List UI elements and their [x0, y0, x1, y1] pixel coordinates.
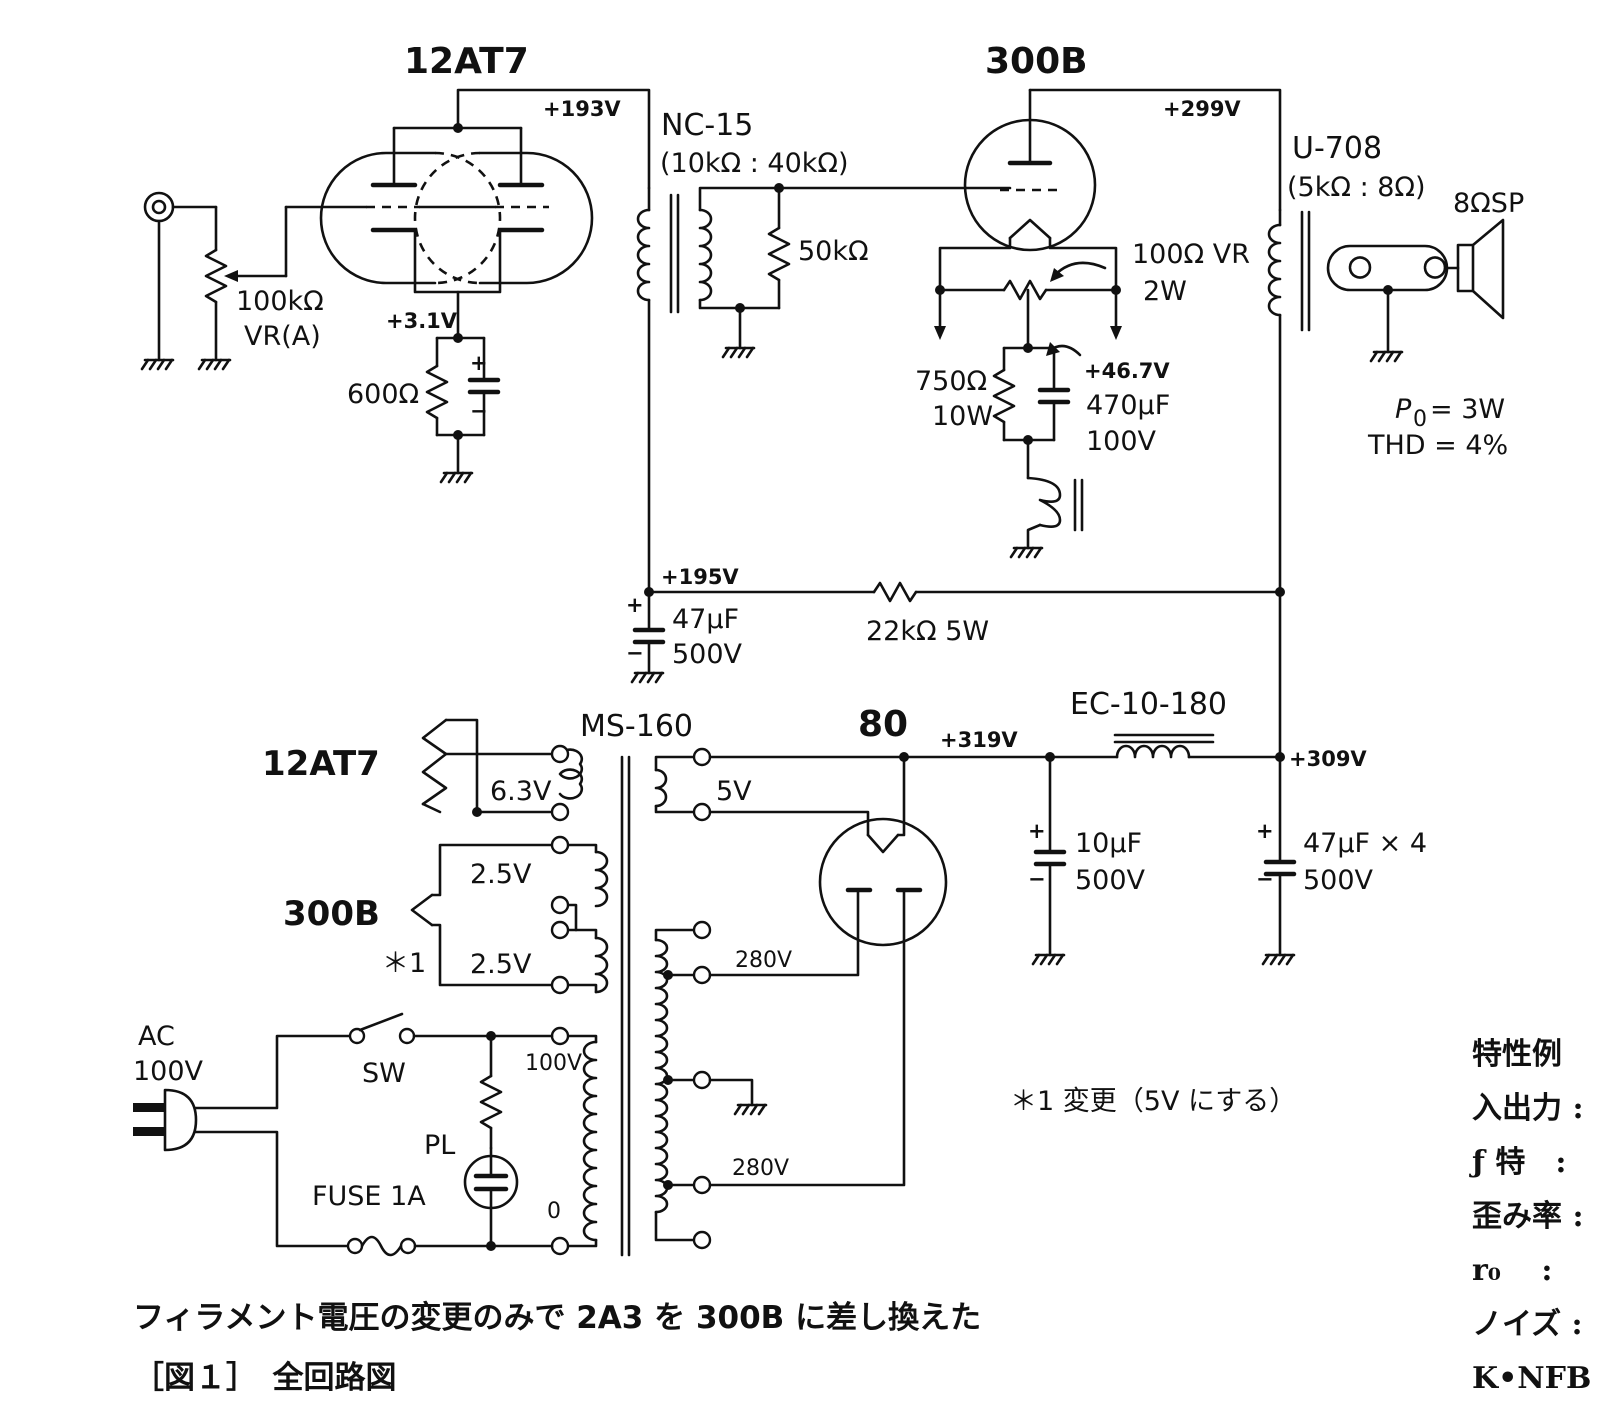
r750-value: 750Ω	[915, 366, 987, 397]
ms160-label: MS-160	[580, 709, 693, 744]
winding-2-5v-a: 2.5V	[470, 859, 532, 890]
spec-item-distortion: 歪み率 :	[1472, 1199, 1584, 1234]
cap-plus-10: +	[1028, 819, 1046, 843]
cap-minus-10: −	[1028, 867, 1046, 891]
heater-label-12at7: 12AT7	[262, 744, 380, 784]
u708-label: U-708	[1292, 131, 1382, 166]
voltage-309: +309V	[1289, 747, 1367, 771]
voltage-195: +195V	[661, 565, 739, 589]
fuse-label: FUSE 1A	[312, 1181, 426, 1212]
nc15-label: NC-15	[661, 108, 753, 143]
input-jack	[143, 191, 288, 362]
cathode-r-value: 600Ω	[347, 379, 419, 410]
c470-value: 470μF	[1086, 390, 1170, 421]
tube-80	[708, 755, 948, 1187]
ac-voltage: 100V	[133, 1056, 204, 1087]
r750-watt: 10W	[932, 401, 993, 432]
c47-voltage: 500V	[672, 639, 743, 670]
tube-label-300b: 300B	[985, 41, 1088, 82]
cap-plus-47x4: +	[1256, 819, 1274, 843]
ground-jack	[140, 358, 175, 371]
nc15-ratio: (10kΩ : 40kΩ)	[660, 148, 849, 179]
winding-0: 0	[547, 1199, 561, 1224]
u708-ratio: (5kΩ : 8Ω)	[1287, 172, 1426, 203]
voltage-3-1: +3.1V	[386, 309, 458, 333]
speaker	[1445, 218, 1505, 320]
cap-minus-47x4: −	[1256, 867, 1274, 891]
filter-network	[708, 733, 1297, 966]
voltage-46-7: +46.7V	[1084, 359, 1170, 383]
c10-value: 10μF	[1075, 828, 1142, 859]
ht-center-ground	[708, 1078, 768, 1116]
tube-300b	[938, 88, 1118, 292]
po-symbol: P	[1395, 394, 1412, 425]
winding-5v: 5V	[716, 776, 752, 807]
c10-voltage: 500V	[1075, 865, 1146, 896]
r22k-value: 22kΩ 5W	[866, 616, 989, 647]
grid-r-value: 50kΩ	[798, 236, 869, 267]
heater-12at7	[421, 718, 562, 817]
winding-280v-a: 280V	[735, 948, 792, 973]
heater-label-300b: 300B	[283, 894, 380, 934]
voltage-193: +193V	[543, 97, 621, 121]
voltage-319: +319V	[940, 728, 1018, 752]
pilot-label: PL	[424, 1130, 455, 1161]
caption-line2: ［図１］ 全回路図	[133, 1360, 397, 1396]
transformer-ms160	[550, 744, 712, 1257]
spec-item-freq: ƒ 特 :	[1469, 1145, 1566, 1180]
cathode-network	[425, 333, 501, 484]
hum-balance	[934, 261, 1122, 559]
heater-300b	[410, 843, 562, 987]
caption-line1: フィラメント電圧の変更のみで 2A3 を 300B に差し換えた	[133, 1300, 981, 1336]
cap-minus-cathode: −	[470, 399, 488, 423]
po-subscript: 0	[1413, 407, 1427, 432]
cap-minus-47: −	[626, 641, 644, 665]
voltage-299: +299V	[1163, 97, 1241, 121]
winding-6-3v: 6.3V	[490, 776, 552, 807]
c47x4-voltage: 500V	[1303, 865, 1374, 896]
tube-label-80: 80	[858, 704, 908, 745]
mains-circuit	[133, 1012, 554, 1257]
spec-item-noise: ノイズ :	[1472, 1307, 1583, 1342]
c47x4-value: 47μF × 4	[1303, 828, 1427, 859]
c470-voltage: 100V	[1086, 426, 1157, 457]
vr-value: 100kΩ	[236, 286, 324, 317]
speaker-label: 8ΩSP	[1453, 188, 1524, 219]
tube-12at7	[284, 126, 594, 340]
cap-plus-cathode: +	[470, 351, 488, 375]
plate-wiring-300b	[1028, 88, 1282, 212]
spec-item-io: 入出力 :	[1472, 1091, 1584, 1126]
note-marker: ＊1	[382, 948, 426, 979]
winding-280v-b: 280V	[732, 1156, 789, 1181]
tube-label-12at7: 12AT7	[404, 41, 529, 82]
note-change: ＊1 変更（5V にする）	[1010, 1086, 1296, 1117]
winding-100v: 100V	[525, 1051, 582, 1076]
choke-label: EC-10-180	[1070, 687, 1227, 722]
spec-item-knfb: K•NFB	[1472, 1361, 1591, 1396]
c47-value: 47μF	[672, 604, 739, 635]
hum-vr-value: 100Ω VR	[1132, 239, 1250, 270]
spec-item-ro: r₀ :	[1472, 1253, 1552, 1288]
winding-2-5v-b: 2.5V	[470, 949, 532, 980]
cap-plus-47: +	[626, 593, 644, 617]
switch-label: SW	[362, 1058, 406, 1089]
ac-label: AC	[138, 1021, 175, 1052]
po-value: = 3W	[1430, 394, 1505, 425]
vr-type: VR(A)	[244, 321, 321, 352]
transformer-u708	[1267, 208, 1449, 594]
transformer-nc15	[636, 183, 1012, 594]
labels: 12AT7 300B 80 12AT7 300B NC-15 (10kΩ : 4…	[133, 41, 1591, 1396]
ground-vr	[197, 358, 232, 371]
spec-title: 特性例	[1472, 1037, 1562, 1072]
thd-value: THD = 4%	[1367, 430, 1508, 461]
plate-wiring-12at7	[392, 88, 651, 190]
hum-vr-watt: 2W	[1143, 276, 1187, 307]
b-plus-decoupling	[630, 581, 1285, 864]
